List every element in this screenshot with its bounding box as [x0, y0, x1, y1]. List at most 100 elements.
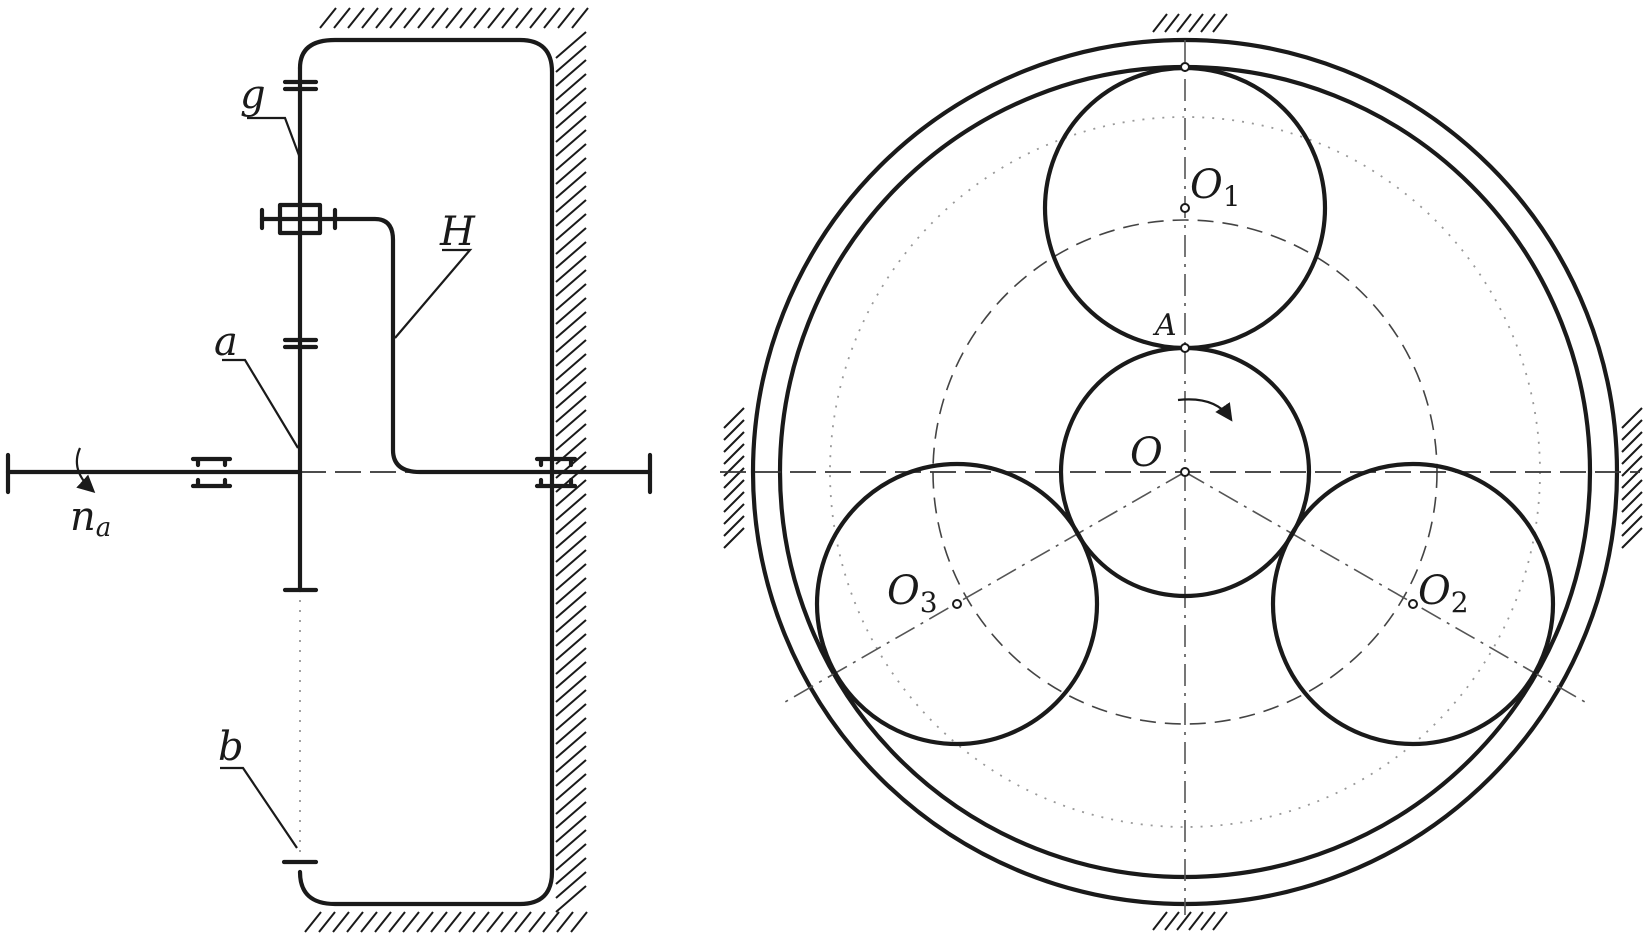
hatch-stroke — [473, 7, 491, 29]
label-a: a — [214, 319, 238, 365]
hatch-stroke — [431, 7, 449, 29]
right-bearing — [534, 456, 578, 489]
right-section-view: O A O1 O2 O3 — [720, 13, 1643, 931]
hatch-stroke — [555, 479, 587, 507]
hatch-stroke — [486, 911, 504, 933]
label-O1-sub: 1 — [1223, 180, 1241, 213]
label-na-sub: a — [96, 513, 112, 543]
hatch-stroke — [555, 269, 587, 297]
hatch-stroke — [1621, 515, 1643, 537]
hatch-stroke — [555, 619, 587, 647]
hatch-stroke — [555, 591, 587, 619]
label-O3-sub: 3 — [920, 586, 938, 619]
hatch-stroke — [555, 73, 587, 101]
hatch-stroke — [304, 911, 322, 933]
planet-carrier-H — [332, 216, 555, 475]
hatch-stroke — [1621, 431, 1643, 453]
hatch-stroke — [555, 325, 587, 353]
hatch-stroke — [487, 7, 505, 29]
hatch-stroke — [570, 911, 588, 933]
leader-a — [222, 358, 299, 449]
hatch-stroke — [555, 661, 587, 689]
leader-b — [220, 766, 298, 849]
hatch-stroke — [444, 911, 462, 933]
point-A — [1180, 343, 1190, 353]
hatch-stroke — [555, 45, 587, 73]
rotation-arrow-na — [75, 447, 96, 493]
hatch-stroke — [555, 759, 587, 787]
hatch-stroke — [528, 911, 546, 933]
housing-hatching — [304, 7, 589, 933]
label-O2-main: O — [1418, 568, 1451, 614]
hatch-stroke — [1200, 911, 1216, 931]
hatch-stroke — [555, 241, 587, 269]
hatch-stroke — [458, 911, 476, 933]
label-na-main: n — [70, 494, 96, 540]
hatch-stroke — [1164, 911, 1180, 931]
sun-rotation-arrow — [1177, 398, 1233, 422]
radial-line-O2 — [1184, 471, 1586, 703]
hatch-stroke — [1621, 407, 1643, 429]
label-O2-sub: 2 — [1451, 586, 1469, 619]
hatch-stroke — [543, 7, 561, 29]
hatch-stroke — [555, 367, 587, 395]
hatch-stroke — [555, 157, 587, 185]
hatch-stroke — [388, 911, 406, 933]
hatch-stroke — [555, 703, 587, 731]
hatch-stroke — [1621, 491, 1643, 513]
hatch-stroke — [1621, 503, 1643, 525]
hatch-stroke — [555, 549, 587, 577]
hatch-stroke — [723, 419, 745, 441]
hatch-stroke — [723, 527, 745, 549]
hatch-stroke — [318, 911, 336, 933]
hatch-stroke — [555, 87, 587, 115]
hatch-stroke — [1164, 13, 1180, 33]
planet-gear-3-circle — [814, 461, 1100, 747]
hatch-stroke — [375, 7, 393, 29]
label-O3-main: O — [887, 568, 920, 614]
hatch-stroke — [555, 227, 587, 255]
hatch-stroke — [416, 911, 434, 933]
point-O2 — [1408, 599, 1418, 609]
hatch-stroke — [361, 7, 379, 29]
label-O2: O2 — [1418, 568, 1469, 619]
hatch-stroke — [555, 115, 587, 143]
hatch-stroke — [1621, 455, 1643, 477]
hatch-stroke — [723, 503, 745, 525]
hatch-stroke — [1212, 13, 1228, 33]
hatch-stroke — [571, 7, 589, 29]
hatch-stroke — [723, 491, 745, 513]
hatch-stroke — [555, 143, 587, 171]
hatch-stroke — [319, 7, 337, 29]
hatch-stroke — [555, 633, 587, 661]
hatch-stroke — [555, 59, 587, 87]
hatch-stroke — [555, 129, 587, 157]
label-A: A — [1152, 308, 1177, 343]
frame-hatching — [723, 13, 1643, 931]
hatch-stroke — [556, 911, 574, 933]
hatch-stroke — [555, 885, 587, 913]
hatch-stroke — [723, 455, 745, 477]
hatch-stroke — [430, 911, 448, 933]
hatch-stroke — [557, 7, 575, 29]
hatch-stroke — [555, 395, 587, 423]
hatch-stroke — [555, 675, 587, 703]
hatch-stroke — [555, 423, 587, 451]
hatch-stroke — [555, 311, 587, 339]
hatch-stroke — [555, 815, 587, 843]
hatch-stroke — [333, 7, 351, 29]
hatch-stroke — [1176, 13, 1192, 33]
hatch-stroke — [1152, 13, 1168, 33]
hatch-stroke — [347, 7, 365, 29]
hatch-stroke — [555, 31, 587, 59]
hatch-stroke — [555, 521, 587, 549]
radial-line-O3 — [784, 471, 1186, 703]
hatch-stroke — [445, 7, 463, 29]
hatch-stroke — [555, 283, 587, 311]
hatch-stroke — [723, 515, 745, 537]
hatch-stroke — [723, 431, 745, 453]
planet-gear-2-circle — [1270, 461, 1556, 747]
hatch-stroke — [555, 563, 587, 591]
hatch-stroke — [555, 199, 587, 227]
point-O3 — [952, 599, 962, 609]
